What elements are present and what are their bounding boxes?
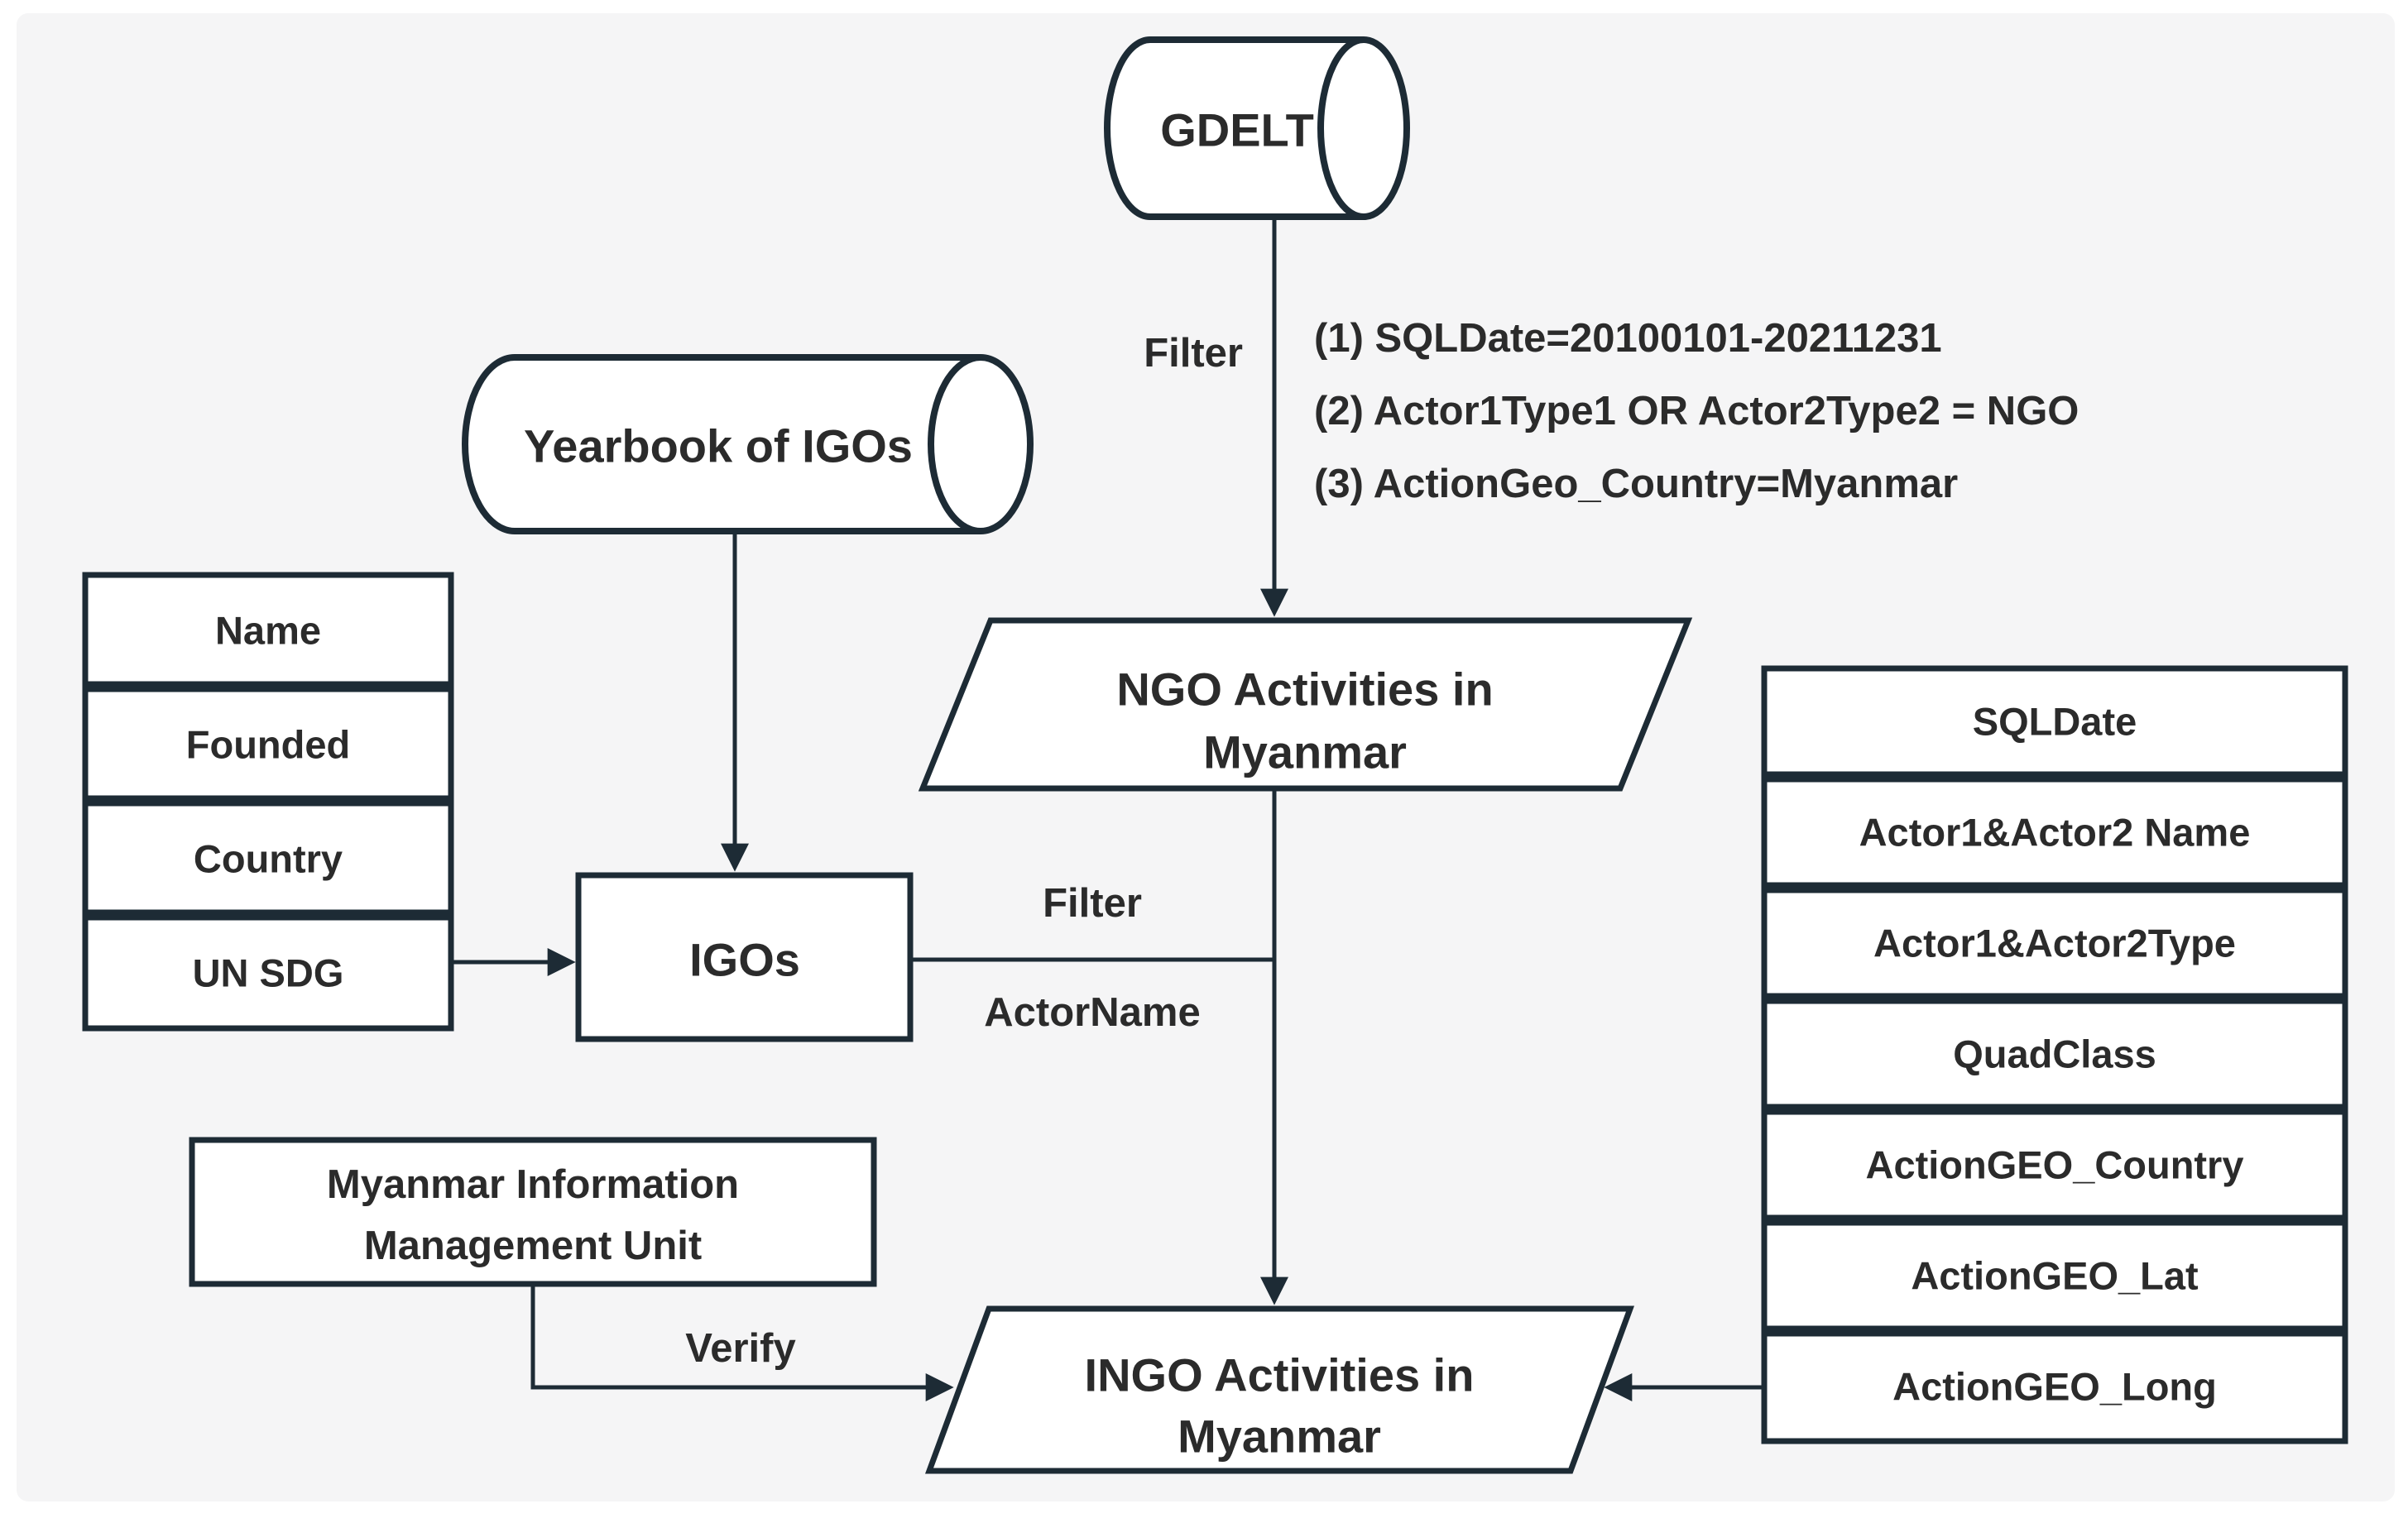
gdelt-label: GDELT	[1160, 104, 1314, 156]
field-actor-type: Actor1&Actor2Type	[1873, 922, 2236, 965]
table-row	[1761, 776, 2348, 888]
mimu-verify-arrow	[530, 1284, 954, 1401]
table-row	[1761, 1109, 2348, 1221]
table-row	[82, 914, 454, 1032]
table-row	[1761, 665, 2348, 778]
gdelt-cylinder-body	[1104, 36, 1364, 220]
igos-box: IGOs	[575, 872, 914, 1042]
field-actiongeo-lat: ActionGEO_Lat	[1911, 1254, 2199, 1298]
gdelt-cylinder: GDELT	[1104, 36, 1410, 220]
field-actiongeo-country: ActionGEO_Country	[1866, 1143, 2244, 1187]
ingo-parallelogram-shape	[924, 1305, 1635, 1474]
gdelt-fields-table: SQLDate Actor1&Actor2 Name Actor1&Actor2…	[1761, 665, 2348, 1444]
mimu-box-shape	[189, 1137, 877, 1287]
ngo-label-line1: NGO Activities in	[1116, 663, 1493, 716]
yearbook-cylinder-end	[928, 354, 1034, 534]
yearbook-label: Yearbook of IGOs	[524, 420, 913, 472]
table-row	[1761, 1330, 2348, 1444]
igos-filter-annotation: Filter ActorName	[984, 881, 1200, 1035]
ingo-label-line2: Myanmar	[1178, 1410, 1381, 1463]
edge-mimu-to-ingo	[530, 1284, 954, 1401]
igo-attr-founded: Founded	[186, 723, 350, 767]
table-row	[1761, 1219, 2348, 1332]
gdelt-filter-label: Filter	[1144, 331, 1243, 376]
verify-label: Verify	[685, 1326, 795, 1371]
field-actor-name: Actor1&Actor2 Name	[1859, 811, 2251, 855]
igo-attributes-table: Name Founded Country UN SDG	[82, 572, 454, 1032]
yearbook-cylinder-body	[462, 354, 981, 534]
field-quadclass: QuadClass	[1953, 1032, 2156, 1076]
ngo-parallelogram: NGO Activities in Myanmar	[918, 617, 1693, 792]
igo-attr-country: Country	[194, 837, 343, 881]
filter-condition-1: (1) SQLDate=20100101-20211231	[1314, 316, 1942, 361]
field-sqldate: SQLDate	[1973, 700, 2137, 744]
igo-attr-name: Name	[215, 609, 321, 653]
table-row	[82, 800, 454, 916]
table-row	[1761, 998, 2348, 1110]
mimu-box: Myanmar Information Management Unit	[189, 1137, 877, 1287]
table-row	[82, 686, 454, 802]
filter-condition-3: (3) ActionGeo_Country=Myanmar	[1314, 462, 1958, 506]
mimu-label-line1: Myanmar Information	[327, 1162, 739, 1207]
yearbook-cylinder: Yearbook of IGOs	[462, 354, 1034, 534]
igos-box-shape	[575, 872, 914, 1042]
gdelt-filter-annotation: Filter (1) SQLDate=20100101-20211231 (2)…	[1144, 316, 2079, 506]
igos-label: IGOs	[689, 934, 800, 986]
table-row	[1761, 887, 2348, 999]
filter-condition-2: (2) Actor1Type1 OR Actor2Type2 = NGO	[1314, 389, 2079, 433]
igo-attr-unsdg: UN SDG	[193, 951, 344, 995]
gdelt-cylinder-end	[1317, 36, 1410, 220]
igos-filter-label: Filter	[1043, 881, 1142, 926]
ingo-label-line1: INGO Activities in	[1085, 1349, 1475, 1401]
mimu-label-line2: Management Unit	[364, 1224, 702, 1268]
ingo-parallelogram: INGO Activities in Myanmar	[924, 1305, 1635, 1474]
table-row	[82, 572, 454, 687]
ngo-parallelogram-shape	[918, 617, 1693, 792]
field-actiongeo-long: ActionGEO_Long	[1892, 1365, 2217, 1409]
igos-filter-field-label: ActorName	[984, 990, 1200, 1035]
ngo-label-line2: Myanmar	[1203, 726, 1407, 778]
